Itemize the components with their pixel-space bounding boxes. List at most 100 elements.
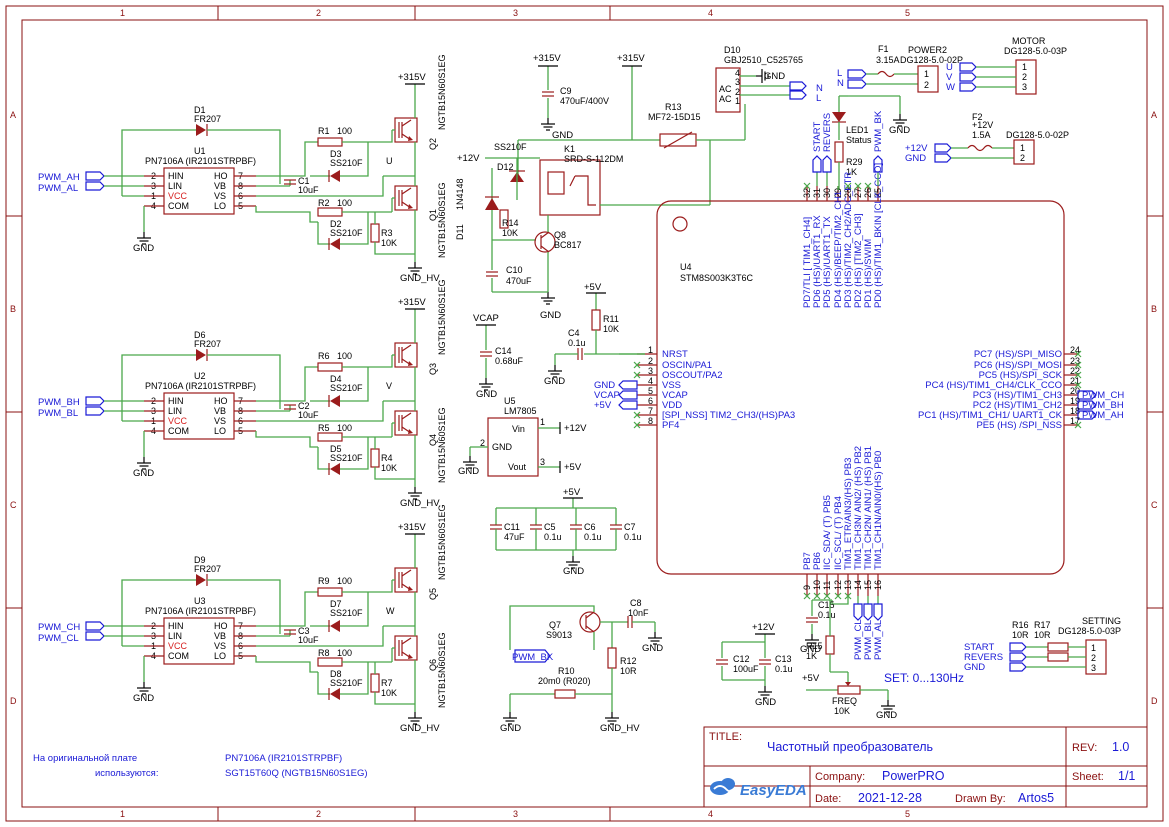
pulldown-ref: R3 [381,228,393,238]
r13-ref: R13 [665,102,682,112]
d10-l-label: L [816,93,821,104]
bootstrap-cap-value: 10uF [298,185,319,195]
driver-pin-name: VCC [168,416,188,426]
motor-w: W [946,82,955,93]
c4-value: 0.1u [568,338,586,348]
d10-ac1: AC [719,84,732,94]
row-mark-right: A [1151,110,1157,120]
gate-diode-lo-ref: D5 [330,444,342,454]
bootstrap-diode-icon [196,124,206,136]
q8-value: BC817 [554,240,582,250]
svg-text:3: 3 [735,77,740,87]
mcu-left-pin-name: OSCIN/PA1 [662,360,712,371]
supply-12v-input: +12V 1.5A F2 DG128-5.0-02P +12V GND 1 2 [905,112,1069,165]
col-mark-bottom: 4 [708,809,713,819]
mcu-bottom-net-label: PWM_AL [873,620,884,660]
pwm-low-input: PWM_AL [38,183,78,194]
row-mark-left: A [10,110,16,120]
mcu-bottom-pin-num: 16 [873,580,883,590]
igbt-high-icon [394,567,418,593]
mcu-top-pin-name: PD7/TLI [ TIM1_CH4] [802,217,813,308]
svg-text:1: 1 [924,69,929,79]
svg-text:2: 2 [1020,153,1025,163]
r16-ref: R16 [1012,620,1029,630]
col-mark-top: 4 [708,8,713,18]
driver-ref: U1 [194,146,206,156]
r13-vhv-label: +315V [617,53,645,64]
driver-pin-name: VB [214,181,226,191]
gate-diode-lo-value: SS210F [330,453,363,463]
mcu-top-net-label: PWM_BK [873,110,884,152]
c14-ref: C14 [495,346,512,356]
power2-l: L [837,68,842,79]
u5-out-net: +5V [564,462,582,473]
motor-u: U [946,62,953,73]
igbt-vhv-label: +315V [398,297,426,308]
mcu-right-pin-num: 23 [1070,356,1080,366]
d11-ref: D11 [455,224,465,240]
mcu-right-pin-name: PC1 (HS)/TIM1_CH1/ UART1_CK [918,410,1063,421]
svg-text:3: 3 [1022,82,1027,92]
pot-gnd: GND [876,710,897,721]
gate-diode-hi-icon [330,395,340,407]
mcu-top-pin-name: PD2 (HS) [TIM2_CH3] [853,214,864,309]
col-mark-top: 1 [120,8,125,18]
mcu-top-net-label: START [812,122,823,152]
note-block: На оригинальной плате используются: PN71… [33,753,368,779]
power2-ref: POWER2 [908,45,947,55]
sheet-value: 1/1 [1118,769,1135,783]
motor-part: DG128-5.0-03P [1004,46,1067,56]
gate-diode-lo-icon [330,238,340,250]
mcu-top-pin-num: 25 [873,188,883,198]
r17-ref: R17 [1034,620,1051,630]
r12-ref: R12 [620,656,637,666]
driver-pin-name: COM [168,201,189,211]
driver-pin-name: VS [214,191,226,201]
regulator-lm7805: U5 LM7805 Vin GND Vout 1 2 3 +12V +5V GN… [458,396,587,477]
mcu-bottom-pin-name: IIC_SDA/ (T) PB5 [822,495,833,570]
mcu-left-pin-name: VSS [662,380,681,391]
cap12-gnd: GND [755,697,776,708]
mcu-right-pin-num: 19 [1070,396,1080,406]
sheet-label: Sheet: [1072,771,1104,783]
col-mark-bottom: 3 [513,809,518,819]
led1-label: Status [846,135,872,145]
igbt-low-part: NGTB15N60S1EG [437,182,447,258]
gate-resistor-lo-value: 100 [337,423,352,433]
mcu-top-pin-name: PD3 (HS)/TIM2_CH2/ADC_ETR [843,172,854,308]
r14-ref: R14 [502,218,519,228]
col-mark-top: 3 [513,8,518,18]
mcu-part: STM8S003K3T6C [680,273,754,283]
d11-diode-icon [485,198,499,210]
mcu-top-pin-num: 31 [812,188,822,198]
title-label: TITLE: [709,731,742,743]
gate-resistor-hi-ref: R1 [318,126,330,136]
pot-5v: +5V [802,673,820,684]
c8-gnd: GND [642,643,663,654]
igbt-vhv-label: +315V [398,522,426,533]
brake-circuit: Q7 S9013 C8 10nF GND PWM_BK R12 10R R10 … [500,598,663,734]
rev-value: 1.0 [1112,740,1129,754]
driver-pin-name: VB [214,406,226,416]
gate-resistor-lo-value: 100 [337,198,352,208]
igbt-vhv-label: +315V [398,72,426,83]
pwm-high-input: PWM_CH [38,622,80,633]
igbt-high-ref: Q3 [428,363,438,375]
mcu-left-pin-num: 6 [648,396,653,406]
q7-ref: Q7 [549,620,561,630]
igbt-low-part: NGTB15N60S1EG [437,407,447,483]
freq-pot-body [837,685,861,695]
r29-value: 1K [846,167,857,177]
reset-circuit: +5V R11 10K C4 0.1u GND [544,282,645,387]
status-led: LED1 Status R29 1K [832,95,872,190]
driver-pin-name: VS [214,416,226,426]
driver-gnd: GND [133,468,154,479]
u5-ref: U5 [504,396,516,406]
k1-relay-body [539,159,601,216]
c9-gnd: GND [552,130,573,141]
gate-diode-hi-ref: D3 [330,149,342,159]
driver-ref: U3 [194,596,206,606]
row-mark-right: C [1151,500,1158,510]
gate-resistor-lo-value: 100 [337,648,352,658]
